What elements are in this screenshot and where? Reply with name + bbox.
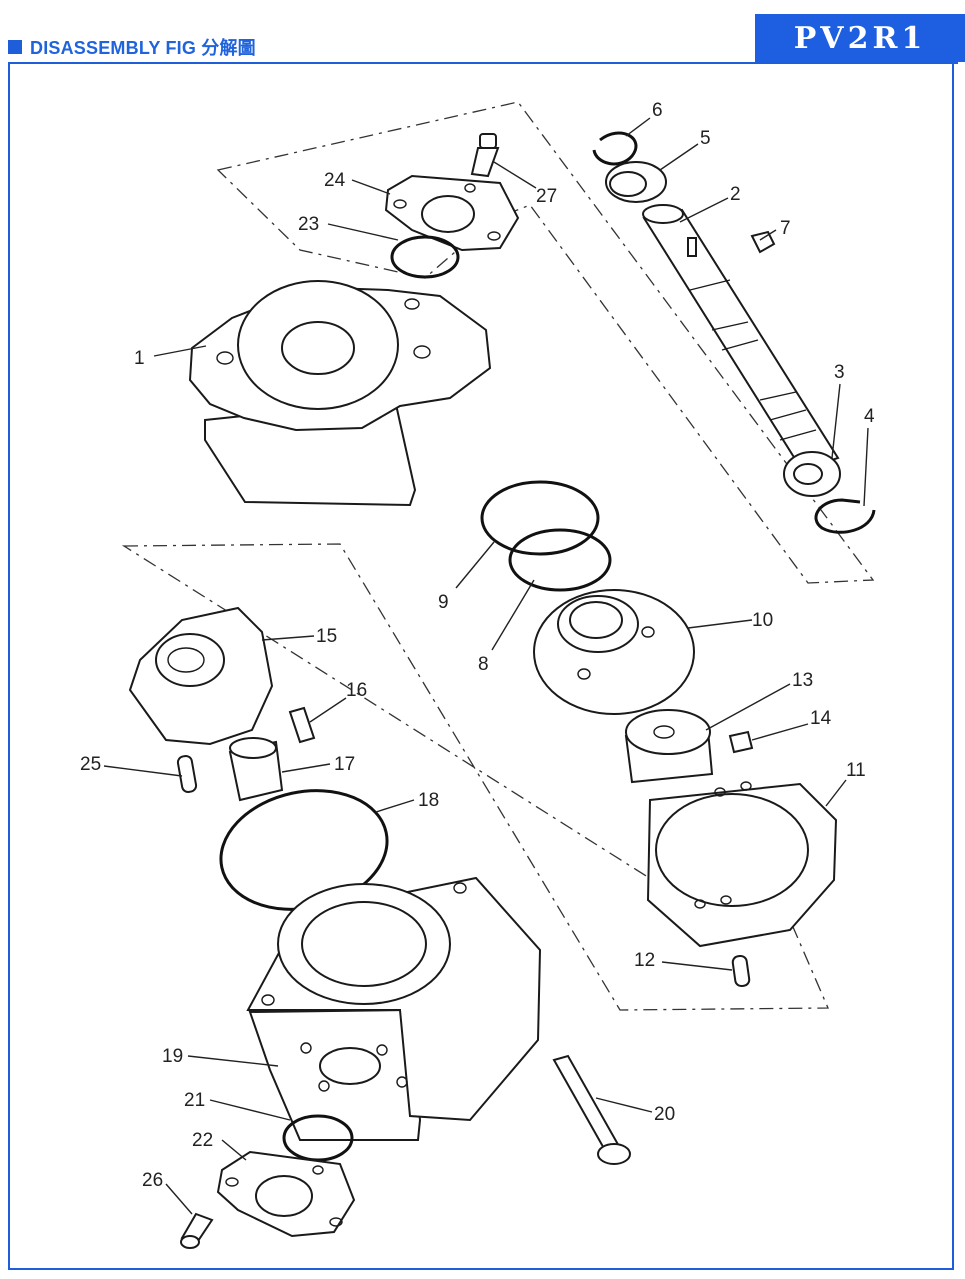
part-2-shaft — [642, 204, 840, 472]
part-13-rotor — [624, 709, 714, 784]
label-4: 4 — [864, 406, 875, 427]
label-13: 13 — [792, 670, 813, 691]
part-4-snap-ring — [814, 498, 876, 534]
header-title-group: DISASSEMBLY FIG 分解圖 — [8, 34, 256, 60]
label-20: 20 — [654, 1104, 675, 1125]
part-14-vane — [728, 730, 754, 754]
model-badge: PV2R1 — [755, 14, 965, 62]
label-17: 17 — [334, 754, 355, 775]
label-19: 19 — [162, 1046, 183, 1067]
part-8-o-ring — [508, 528, 612, 592]
label-10: 10 — [752, 610, 773, 631]
label-7: 7 — [780, 218, 791, 239]
lower-assembly-boundary — [121, 543, 829, 1011]
part-22-flange — [216, 1150, 356, 1238]
label-14: 14 — [810, 708, 832, 729]
label-6: 6 — [652, 100, 663, 121]
part-26-screw — [180, 1212, 214, 1249]
part-27-screw — [470, 133, 500, 178]
label-18: 18 — [418, 790, 439, 811]
page-header: DISASSEMBLY FIG 分解圖 PV2R1 — [0, 0, 965, 64]
label-26: 26 — [142, 1170, 163, 1191]
part-24-flange — [384, 174, 520, 252]
label-22: 22 — [192, 1130, 213, 1151]
part-10-rear-plate — [533, 589, 695, 715]
part-20-bolt — [552, 1054, 631, 1165]
diagram-frame — [8, 64, 954, 1270]
part-9-o-ring — [480, 480, 600, 556]
header-rule — [8, 62, 958, 64]
part-15-side-plate — [128, 606, 274, 746]
label-9: 9 — [438, 592, 449, 613]
part-7-key — [750, 230, 776, 254]
label-11: 11 — [846, 760, 866, 781]
part-3-bearing — [783, 451, 841, 497]
part-21-o-ring — [282, 1114, 354, 1162]
label-16: 16 — [346, 680, 367, 701]
part-1-front-body — [188, 280, 492, 507]
part-23-o-ring — [390, 235, 460, 279]
part-17-bush — [228, 737, 284, 802]
label-27: 27 — [536, 186, 557, 207]
label-2: 2 — [730, 184, 741, 205]
label-24: 24 — [324, 170, 346, 191]
label-1: 1 — [134, 348, 145, 369]
part-5-bearing — [605, 161, 667, 203]
label-23: 23 — [298, 214, 319, 235]
part-19-rear-body — [246, 876, 542, 1141]
label-15: 15 — [316, 626, 337, 647]
page-title: DISASSEMBLY FIG 分解圖 — [30, 38, 256, 58]
part-labels: 1 2 3 4 5 6 7 8 9 10 11 12 13 14 15 16 1… — [80, 100, 875, 1191]
upper-assembly-boundary — [216, 101, 875, 584]
header-square-icon — [8, 40, 22, 54]
part-11-cam-ring — [646, 781, 838, 948]
label-25: 25 — [80, 754, 101, 775]
leader-lines — [103, 117, 869, 1215]
label-8: 8 — [478, 654, 489, 675]
part-12-pin — [731, 954, 751, 988]
label-12: 12 — [634, 950, 655, 971]
label-5: 5 — [700, 128, 711, 149]
part-6-snap-ring — [592, 131, 638, 166]
label-3: 3 — [834, 362, 845, 383]
label-21: 21 — [184, 1090, 205, 1111]
part-25-pin — [176, 755, 198, 793]
part-16-screw — [288, 706, 316, 744]
